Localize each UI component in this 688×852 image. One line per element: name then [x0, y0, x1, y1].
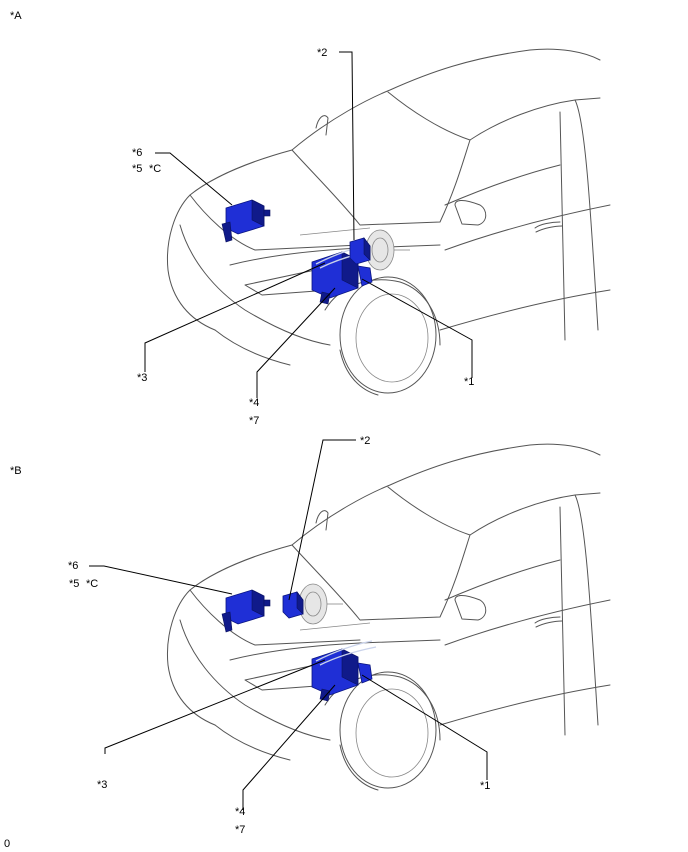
view-b-label: *B	[10, 465, 22, 477]
leader-6-a	[155, 152, 233, 206]
view-a: *A *2 *6 *5 *C *3 *4 *7 *1	[10, 10, 611, 427]
callout-3-b: *3	[97, 779, 107, 791]
callout-4-a: *4	[249, 397, 259, 409]
view-a-label: *A	[10, 10, 22, 22]
callout-3-a: *3	[137, 372, 147, 384]
view-b: *B *2 *6 *5 *C *3 *4 *7 *1	[10, 435, 611, 836]
callout-6-a: *6	[132, 147, 142, 159]
leader-4-b	[242, 684, 336, 810]
callout-c-b: *C	[86, 578, 98, 590]
brake-actuator-b	[311, 640, 377, 702]
brake-booster-a	[349, 229, 411, 271]
leader-4-a	[256, 287, 336, 398]
leader-1-b	[361, 674, 488, 780]
control-module-a	[221, 199, 271, 243]
control-module-b	[221, 589, 271, 633]
callout-c-a: *C	[149, 163, 161, 175]
leader-2-a	[339, 51, 355, 241]
callout-1-b: *1	[480, 780, 490, 792]
leader-6-b	[89, 565, 233, 595]
leader-2-b	[288, 439, 356, 601]
callout-2-b: *2	[360, 435, 370, 447]
callout-2-a: *2	[317, 47, 327, 59]
callout-1-a: *1	[464, 376, 474, 388]
callout-5-a: *5	[132, 163, 142, 175]
callout-7-a: *7	[249, 415, 259, 427]
leader-3-a	[144, 262, 326, 372]
leader-1-a	[361, 278, 473, 378]
callout-5-b: *5	[69, 578, 79, 590]
figure-code: 0	[4, 838, 10, 850]
callout-7-b: *7	[235, 824, 245, 836]
leader-3-b	[104, 659, 326, 754]
callout-6-b: *6	[68, 560, 78, 572]
callout-4-b: *4	[235, 806, 245, 818]
